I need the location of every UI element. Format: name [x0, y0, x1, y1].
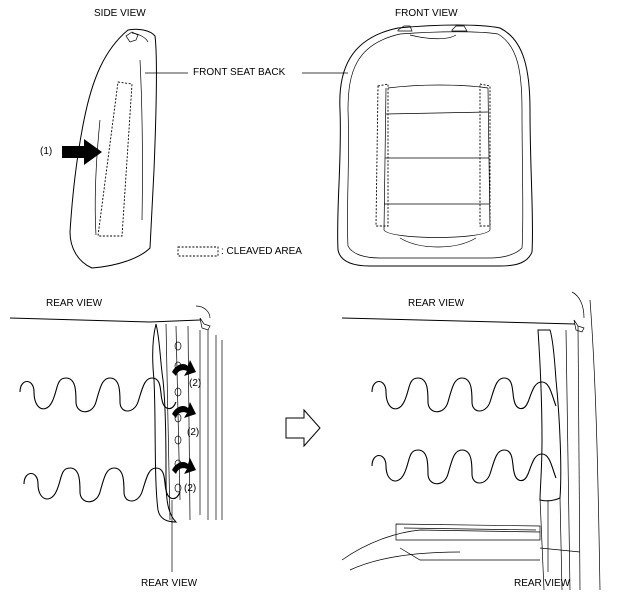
callout-2a-label: (2): [189, 378, 202, 389]
side-view-seat-back: [69, 28, 158, 269]
cleaved-area-label: : CLEAVED AREA: [221, 246, 302, 257]
spring-upper-right: [371, 377, 557, 413]
rear-view-left-frame: [9, 305, 223, 523]
arrow-2-middle: [172, 402, 196, 418]
rear-view-bottom-right-label: REAR VIEW: [514, 578, 571, 589]
arrow-2-top: [172, 360, 196, 376]
spring-lower-left: [23, 467, 181, 503]
callout-2c-label: (2): [184, 483, 197, 494]
front-view-label: FRONT VIEW: [395, 8, 458, 19]
arrow-1: [62, 139, 102, 165]
transition-arrow: [285, 408, 321, 448]
front-view-seat-back: [337, 24, 534, 267]
side-view-label: SIDE VIEW: [94, 8, 146, 19]
rear-view-top-left-label: REAR VIEW: [46, 298, 103, 309]
rear-view-top-right-label: REAR VIEW: [408, 298, 465, 309]
spring-upper-left: [19, 377, 177, 413]
cleaved-area-legend-swatch: [177, 246, 219, 257]
rear-view-right-frame: [341, 291, 601, 591]
callout-2b-label: (2): [187, 427, 200, 438]
rear-view-bottom-left-label: REAR VIEW: [141, 578, 198, 589]
spring-lower-right: [371, 449, 557, 485]
arrow-2-bottom: [172, 458, 196, 474]
clip-rings-left: [174, 341, 182, 493]
front-seat-back-label: FRONT SEAT BACK: [193, 67, 286, 78]
callout-1-label: (1): [40, 146, 53, 157]
